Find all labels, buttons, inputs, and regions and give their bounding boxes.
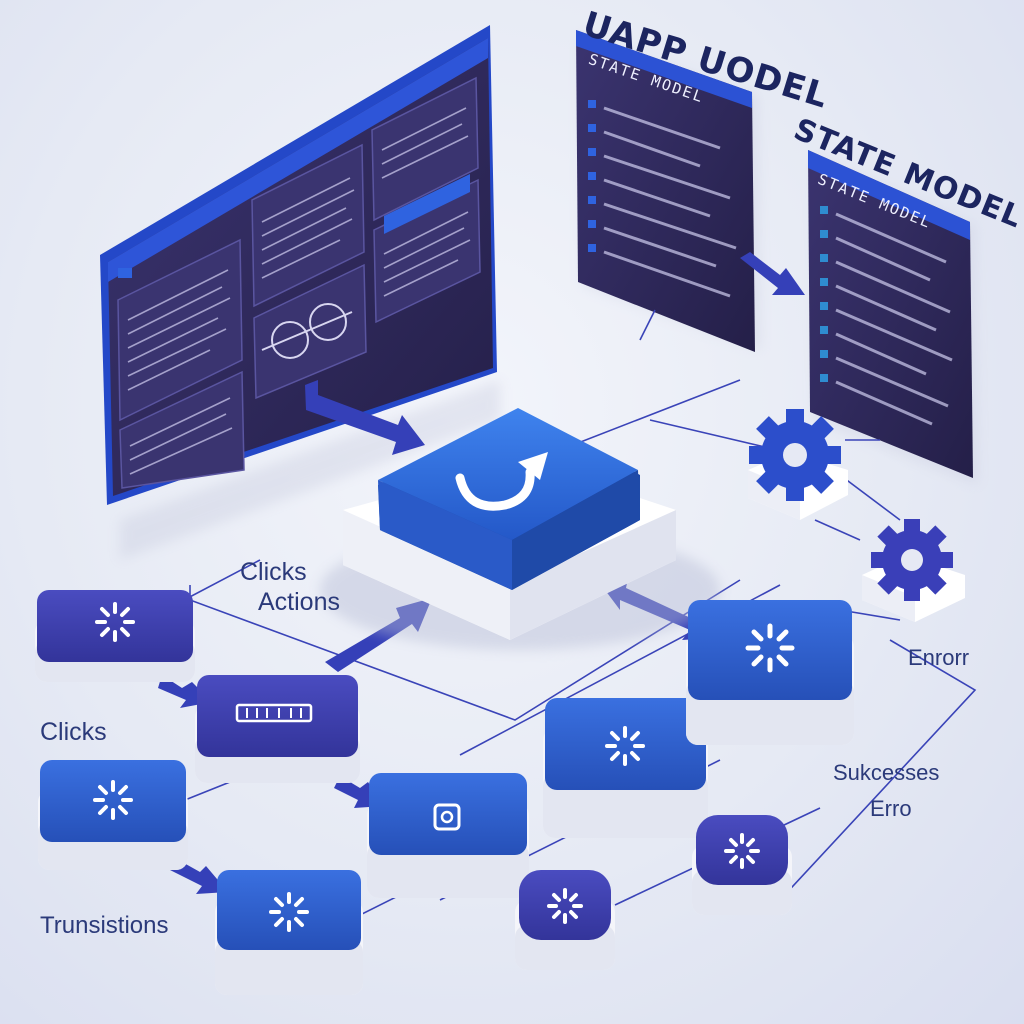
clicks-actions-label-1: Clicks xyxy=(240,558,307,586)
state-tile xyxy=(367,773,529,898)
gear-icon xyxy=(749,409,841,501)
spinner-icon xyxy=(547,888,583,924)
state-tile-small xyxy=(692,815,792,915)
clicks-label: Clicks xyxy=(40,718,107,746)
spinner-icon xyxy=(745,623,795,673)
error-label-top: Enrorr xyxy=(908,645,970,670)
arrow-icon xyxy=(170,858,228,894)
arrow-icon xyxy=(305,380,425,455)
state-tile xyxy=(543,698,708,838)
label-chip-icon xyxy=(235,703,313,723)
central-state-tile xyxy=(320,408,720,650)
gear-tile-top xyxy=(748,409,848,520)
spinner-icon xyxy=(269,892,309,932)
state-tile xyxy=(686,600,854,745)
spinner-icon xyxy=(605,726,645,766)
successes-label: Sukcesses xyxy=(833,760,940,785)
state-tile xyxy=(35,590,195,682)
lock-icon xyxy=(433,803,461,831)
clicks-actions-label-2: Actions xyxy=(258,588,340,616)
spinner-icon xyxy=(93,780,133,820)
state-tile-small xyxy=(515,870,615,970)
transitions-label: Trunsistions xyxy=(40,912,169,939)
state-model-panel xyxy=(808,150,978,485)
state-tile xyxy=(38,760,188,870)
state-tile xyxy=(195,675,360,783)
gear-icon xyxy=(871,519,953,601)
error-label-bottom: Erro xyxy=(870,796,912,821)
app-model-panel xyxy=(576,30,760,352)
gear-tile-right xyxy=(862,519,965,622)
state-tile xyxy=(215,870,363,995)
app-screen xyxy=(100,25,500,560)
spinner-icon xyxy=(95,602,135,642)
arrow-icon xyxy=(740,252,805,295)
spinner-icon xyxy=(724,833,760,869)
refresh-icon xyxy=(455,452,548,511)
